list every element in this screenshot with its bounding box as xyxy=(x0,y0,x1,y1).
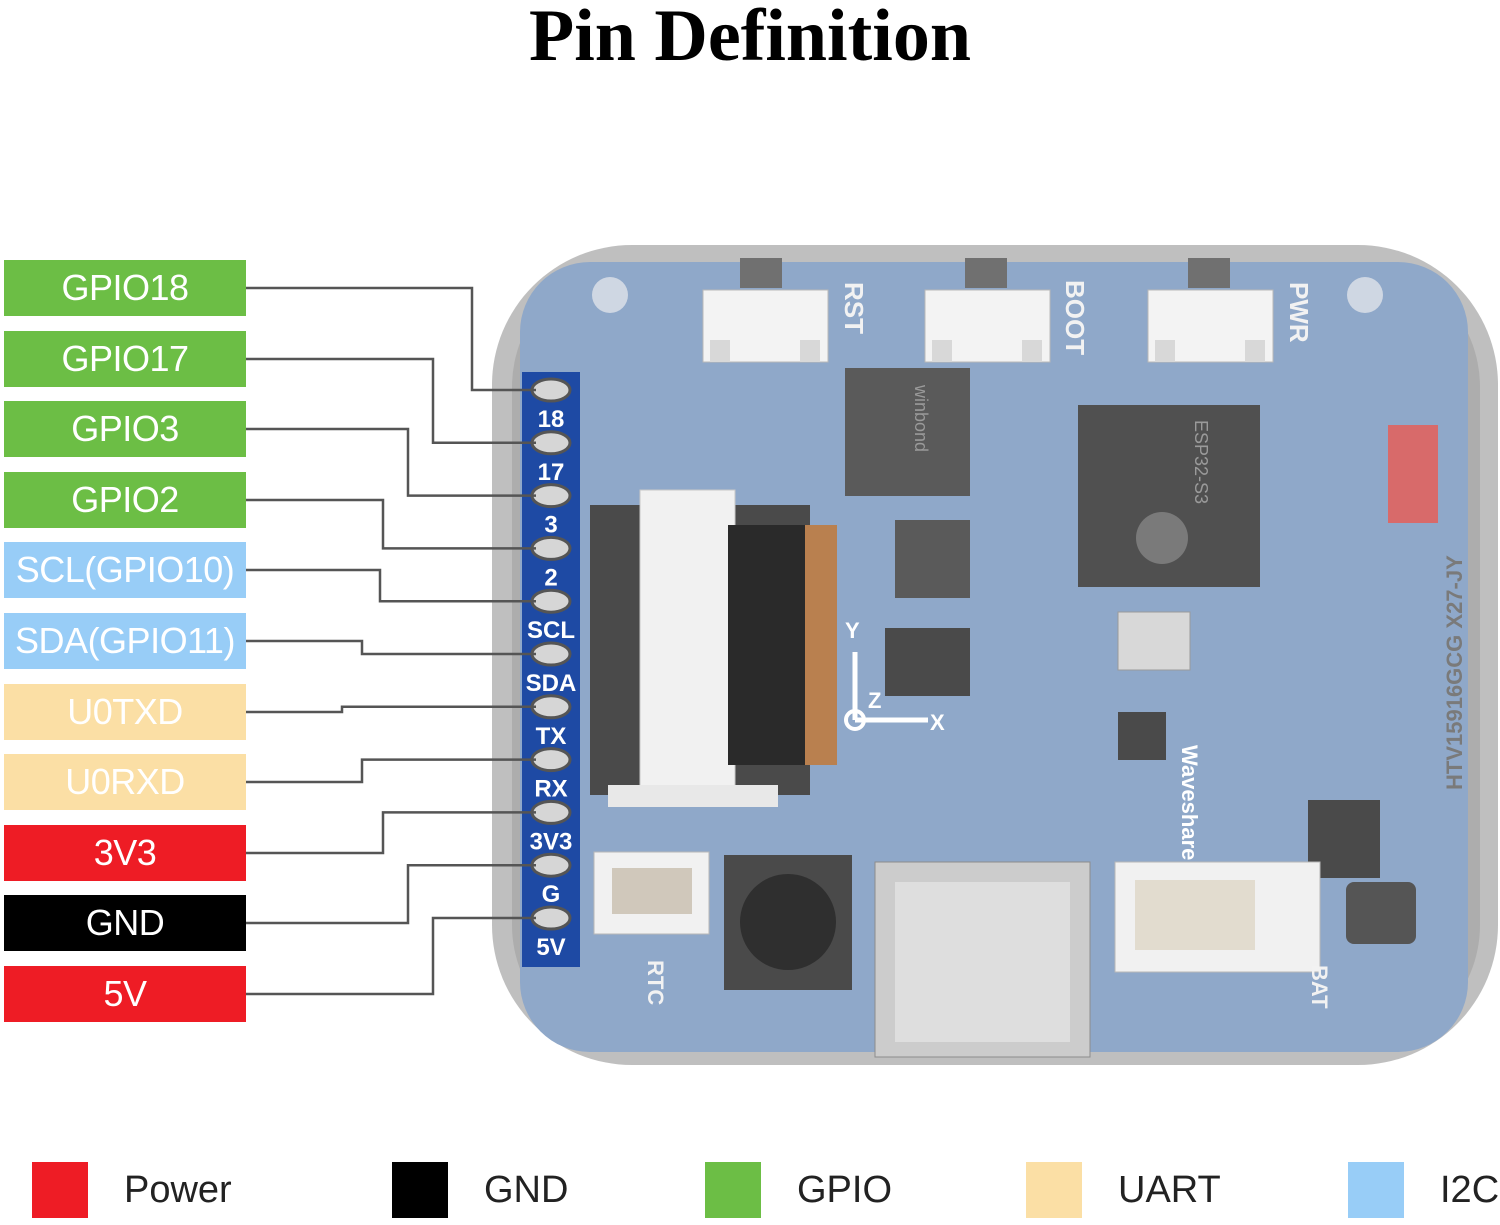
header-silk-9: 3V3 xyxy=(530,828,573,855)
flash-chip-label: winbond xyxy=(911,384,931,452)
usb-c-port xyxy=(874,861,1091,1058)
silk-imu-z: Z xyxy=(868,688,881,713)
header-pad-10 xyxy=(530,852,572,878)
leader-line-10 xyxy=(246,863,536,925)
rtc-connector xyxy=(593,851,710,935)
espressif-logo xyxy=(1136,512,1188,564)
header-silk-6: SDA xyxy=(526,670,577,697)
leader-line-1 xyxy=(246,286,536,392)
ic-chip-1 xyxy=(895,520,970,598)
silk-imu-x: X xyxy=(930,710,945,735)
pin-label-gpio3: GPIO3 xyxy=(4,401,246,457)
header-pad-5 xyxy=(530,588,572,614)
leader-line-11 xyxy=(246,916,536,996)
legend-swatch-uart xyxy=(1026,1162,1082,1218)
leader-line-7 xyxy=(246,705,536,714)
legend-label-power: Power xyxy=(124,1168,232,1211)
header-silk-8: RX xyxy=(534,776,567,803)
leader-line-9 xyxy=(246,811,536,855)
pin-label-gnd: GND xyxy=(4,895,246,951)
leader-line-5 xyxy=(246,568,536,603)
pin-label-sda-gpio11: SDA(GPIO11) xyxy=(4,613,246,669)
board-model-text: HTV15916GCG X27-JY xyxy=(1442,555,1467,790)
leader-line-2 xyxy=(246,357,536,445)
header-silk-11: 5V xyxy=(536,934,565,961)
esp32-chip-label: ESP32-S3 xyxy=(1191,420,1211,504)
silk-imu-y: Y xyxy=(845,618,860,643)
header-pad-2 xyxy=(530,430,572,456)
imu-axis-z xyxy=(844,709,866,731)
silk-boot: BOOT xyxy=(1060,280,1090,355)
header-pad-4 xyxy=(530,535,572,561)
pin-label-3v3: 3V3 xyxy=(4,825,246,881)
legend-item-i2c: I2C xyxy=(1348,1161,1499,1219)
pin-label-5v: 5V xyxy=(4,966,246,1022)
legend-swatch-power xyxy=(32,1162,88,1218)
header-silk-7: TX xyxy=(536,723,567,750)
leader-line-4 xyxy=(246,498,536,550)
header-silk-4: 2 xyxy=(544,564,557,591)
legend-label-gnd: GND xyxy=(484,1168,569,1211)
page-title: Pin Definition xyxy=(529,0,971,77)
silk-bat: BAT xyxy=(1307,965,1332,1009)
leader-line-8 xyxy=(246,758,536,784)
header-silk-2: 17 xyxy=(538,459,565,486)
pin-label-gpio2: GPIO2 xyxy=(4,472,246,528)
rst-button xyxy=(702,258,829,363)
buzzer xyxy=(724,855,852,990)
leader-line-3 xyxy=(246,427,536,497)
legend-item-uart: UART xyxy=(1026,1161,1221,1219)
mount-hole-top-right xyxy=(1347,277,1383,313)
silk-pwr: PWR xyxy=(1284,282,1314,343)
board-diagram: RST BOOT PWR winbond ESP32-S3 Y Z X Wave… xyxy=(246,245,1498,1065)
waveshare-logo-text: Waveshare xyxy=(1177,745,1202,860)
ic-chip-imu xyxy=(885,628,970,696)
header-pad-9 xyxy=(530,799,572,825)
legend: Power GND GPIO UART I2C xyxy=(0,1155,1500,1225)
leader-line-6 xyxy=(246,639,536,656)
header-pad-11 xyxy=(530,905,572,931)
legend-label-uart: UART xyxy=(1118,1168,1221,1211)
header-pad-8 xyxy=(530,747,572,773)
header-silk-5: SCL xyxy=(527,617,575,644)
legend-swatch-gnd xyxy=(392,1162,448,1218)
flash-chip xyxy=(845,368,970,496)
pin-label-gpio17: GPIO17 xyxy=(4,331,246,387)
header-silk-3: 3 xyxy=(544,512,557,539)
legend-swatch-i2c xyxy=(1348,1162,1404,1218)
silk-rst: RST xyxy=(839,282,869,334)
pin-leader-lines xyxy=(246,286,536,996)
ic-chip-3 xyxy=(1118,712,1166,760)
legend-label-gpio: GPIO xyxy=(797,1168,893,1211)
mic-component xyxy=(1346,882,1416,944)
header-pad-3 xyxy=(530,483,572,509)
header-silk-1: 18 xyxy=(538,406,565,433)
mount-hole-top-left xyxy=(592,277,628,313)
legend-item-gnd: GND xyxy=(392,1161,568,1219)
header-pad-7 xyxy=(530,694,572,720)
legend-swatch-gpio xyxy=(705,1162,761,1218)
pin-label-gpio18: GPIO18 xyxy=(4,260,246,316)
pin-label-u0txd: U0TXD xyxy=(4,684,246,740)
fpc-connector xyxy=(590,489,837,807)
header-pad-1 xyxy=(530,377,572,403)
boot-button xyxy=(924,258,1051,363)
legend-item-power: Power xyxy=(32,1161,232,1219)
pin-label-scl-gpio10: SCL(GPIO10) xyxy=(4,542,246,598)
header-pad-6 xyxy=(530,641,572,667)
smd-antenna xyxy=(1388,425,1438,523)
pwr-button xyxy=(1147,258,1274,363)
silk-rtc: RTC xyxy=(643,960,668,1005)
battery-connector xyxy=(1114,861,1321,973)
legend-item-gpio: GPIO xyxy=(705,1161,892,1219)
crystal xyxy=(1117,611,1191,671)
header-silk-10: G xyxy=(542,881,561,908)
pin-label-u0rxd: U0RXD xyxy=(4,754,246,810)
legend-label-i2c: I2C xyxy=(1440,1168,1500,1211)
